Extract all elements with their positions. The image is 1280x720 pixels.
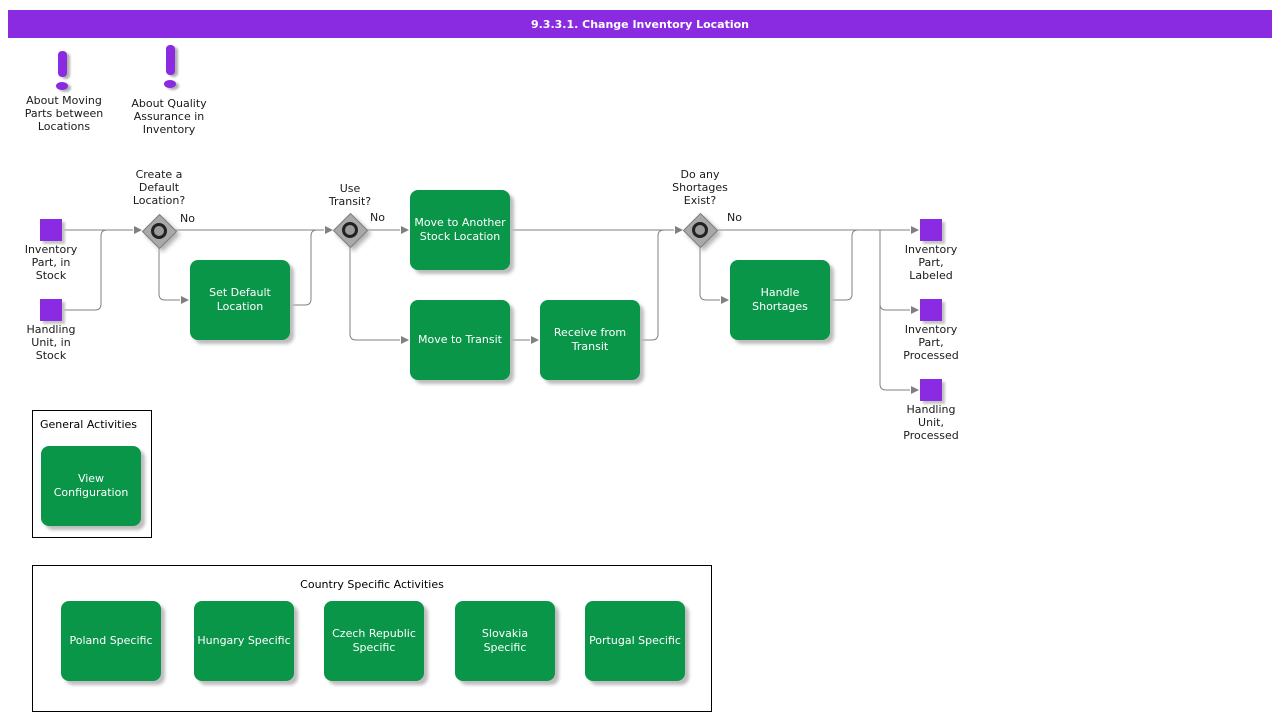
exclamation-dot-icon [56, 82, 68, 90]
note-label: About Moving Parts between Locations [24, 94, 104, 133]
decision-create-default-location [141, 213, 178, 250]
decision-use-transit [332, 212, 369, 249]
decision-circle-icon [342, 222, 358, 238]
exclamation-icon [165, 45, 175, 75]
activity-move-to-another-stock-location[interactable]: Move to Another Stock Location [410, 190, 510, 270]
page-title: 9.3.3.1. Change Inventory Location [530, 17, 750, 31]
activity-handle-shortages[interactable]: Handle Shortages [730, 260, 830, 340]
output-inventory-part-processed[interactable] [920, 299, 942, 321]
decision-question: Do any Shortages Exist? [672, 168, 728, 207]
group-title: General Activities [40, 418, 138, 431]
decision-circle-icon [692, 222, 708, 238]
note-about-moving-parts[interactable] [53, 51, 71, 90]
activity-hungary-specific[interactable]: Hungary Specific [194, 601, 294, 681]
group-country-specific-activities: Country Specific Activities Poland Speci… [32, 565, 712, 712]
decision-question: Use Transit? [328, 182, 372, 208]
input-handling-unit-in-stock[interactable] [40, 299, 62, 321]
decision-circle-icon [151, 223, 167, 239]
decision-question: Create a Default Location? [132, 168, 186, 207]
decision-do-any-shortages-exist [682, 212, 719, 249]
output-label: Inventory Part, Labeled [904, 243, 958, 282]
note-about-quality-assurance[interactable] [161, 45, 179, 88]
output-label: Handling Unit, Processed [903, 403, 959, 442]
group-general-activities: General Activities View Configuration [32, 410, 152, 538]
activity-view-configuration[interactable]: View Configuration [41, 446, 141, 526]
branch-label-no: No [370, 211, 385, 224]
activity-portugal-specific[interactable]: Portugal Specific [585, 601, 685, 681]
branch-label-no: No [180, 212, 195, 225]
activity-set-default-location[interactable]: Set Default Location [190, 260, 290, 340]
input-label: Handling Unit, in Stock [26, 323, 76, 362]
activity-move-to-transit[interactable]: Move to Transit [410, 300, 510, 380]
activity-slovakia-specific[interactable]: Slovakia Specific [455, 601, 555, 681]
output-handling-unit-processed[interactable] [920, 379, 942, 401]
branch-label-no: No [727, 211, 742, 224]
activity-receive-from-transit[interactable]: Receive from Transit [540, 300, 640, 380]
output-label: Inventory Part, Processed [903, 323, 959, 362]
exclamation-icon [57, 51, 67, 77]
diagram-title-bar: 9.3.3.1. Change Inventory Location [8, 10, 1272, 38]
activity-czech-republic-specific[interactable]: Czech Republic Specific [324, 601, 424, 681]
input-inventory-part-in-stock[interactable] [40, 219, 62, 241]
activity-poland-specific[interactable]: Poland Specific [61, 601, 161, 681]
exclamation-dot-icon [164, 80, 176, 88]
group-title: Country Specific Activities [300, 578, 444, 591]
input-label: Inventory Part, in Stock [24, 243, 78, 282]
output-inventory-part-labeled[interactable] [920, 219, 942, 241]
note-label: About Quality Assurance in Inventory [131, 97, 207, 136]
